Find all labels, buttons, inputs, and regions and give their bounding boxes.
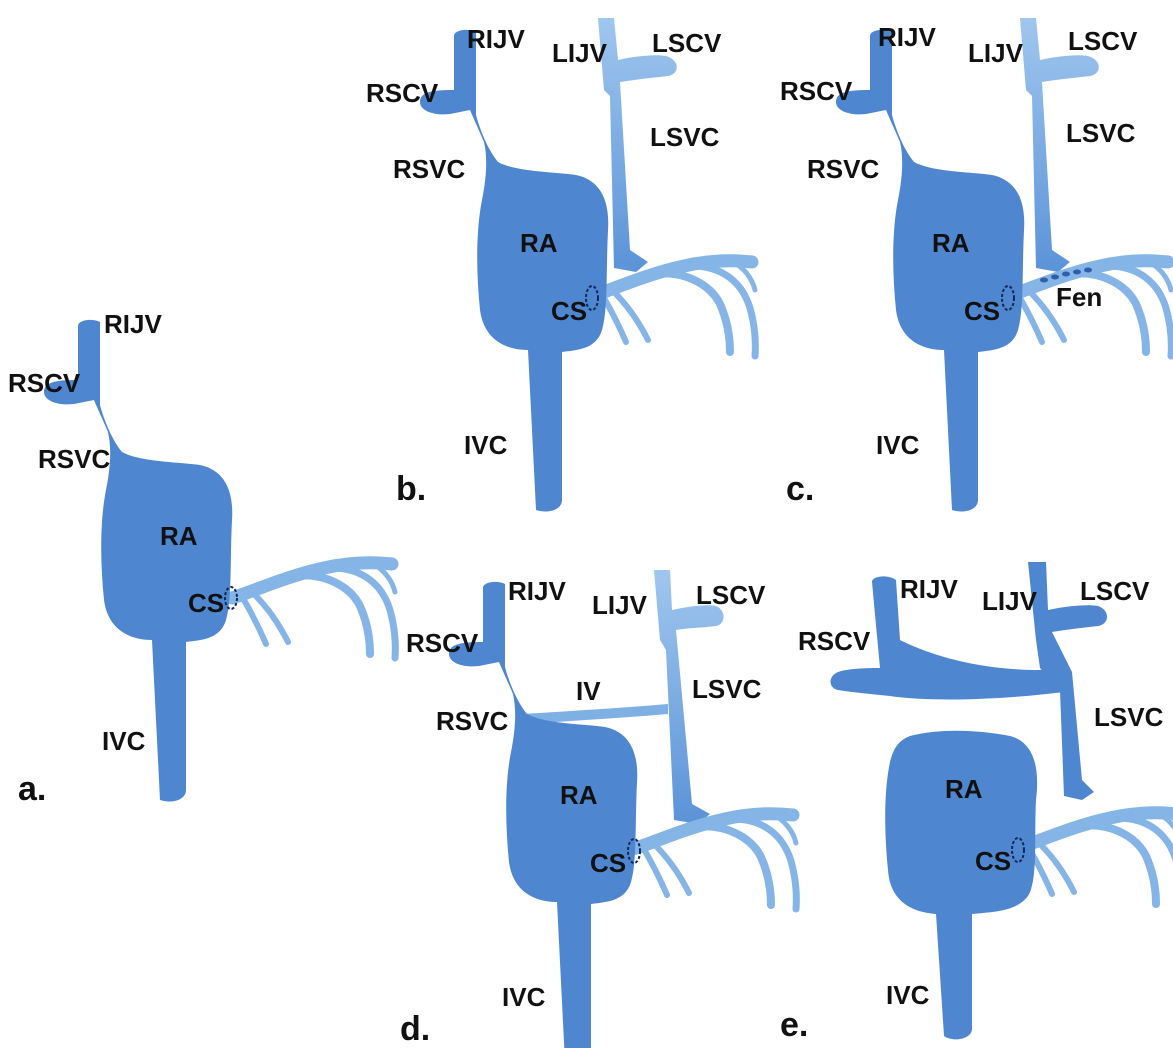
panel-c-label-rscv: RSCV xyxy=(780,76,853,106)
panel-e-label-lsvc: LSVC xyxy=(1094,702,1164,732)
panel-a: RIJV RSCV RSVC RA CS IVC a. xyxy=(8,309,395,808)
panel-b-label-lscv: LSCV xyxy=(652,28,722,58)
panel-c-letter: c. xyxy=(786,470,814,508)
panel-c-label-fen: Fen xyxy=(1056,282,1102,312)
panel-c-label-lscv: LSCV xyxy=(1068,26,1138,56)
panel-b-label-rsvc: RSVC xyxy=(393,154,465,184)
panel-b-right-venous-system xyxy=(420,30,608,512)
panel-e-cs-branches xyxy=(1018,813,1173,908)
panel-b-label-rscv: RSCV xyxy=(366,78,439,108)
panel-b-letter: b. xyxy=(396,470,426,508)
panel-e-label-lscv: LSCV xyxy=(1080,576,1150,606)
panel-d-label-ivc: IVC xyxy=(502,982,546,1012)
panel-e: RIJV RSCV RA CS IVC LIJV LSCV LSVC e. xyxy=(780,562,1173,1044)
panel-c-label-ivc: IVC xyxy=(876,430,920,460)
panel-d-letter: d. xyxy=(400,1010,430,1048)
panel-b-label-lijv: LIJV xyxy=(552,38,608,68)
panel-b-label-cs: CS xyxy=(551,296,587,326)
panel-c-label-rijv: RIJV xyxy=(878,22,936,52)
panel-e-letter: e. xyxy=(780,1006,808,1044)
panel-e-label-rscv: RSCV xyxy=(798,626,871,656)
panel-d: RIJV RSCV RSVC RA CS IVC LIJV LSCV LSVC … xyxy=(400,570,796,1048)
panel-b-label-ivc: IVC xyxy=(464,430,508,460)
panel-d-label-rsvc: RSVC xyxy=(436,706,508,736)
panel-d-label-iv: IV xyxy=(576,676,601,706)
panel-d-label-lijv: LIJV xyxy=(592,590,648,620)
panel-c-label-lijv: LIJV xyxy=(968,38,1024,68)
panel-c-label-lsvc: LSVC xyxy=(1066,118,1136,148)
panel-a-letter: a. xyxy=(18,770,46,808)
panel-e-label-rijv: RIJV xyxy=(900,574,958,604)
panel-d-label-lscv: LSCV xyxy=(696,580,766,610)
panel-d-label-rscv: RSCV xyxy=(406,628,479,658)
panel-d-cs-branches xyxy=(633,814,796,909)
panel-b: RIJV RSCV RSVC RA CS IVC LIJV LSCV LSVC … xyxy=(366,18,755,512)
panel-a-label-cs: CS xyxy=(188,588,224,618)
panel-e-label-ivc: IVC xyxy=(886,980,930,1010)
panel-d-label-cs: CS xyxy=(590,848,626,878)
panel-a-label-rscv: RSCV xyxy=(8,368,81,398)
panel-b-label-ra: RA xyxy=(520,228,558,258)
panel-c-right-venous-system xyxy=(836,30,1024,512)
panel-e-label-lijv: LIJV xyxy=(982,586,1038,616)
panel-b-cs-branches xyxy=(592,261,755,356)
panel-b-label-lsvc: LSVC xyxy=(650,122,720,152)
panel-c-label-ra: RA xyxy=(932,228,970,258)
panel-a-label-ivc: IVC xyxy=(102,726,146,756)
panel-a-label-rijv: RIJV xyxy=(104,309,162,339)
panel-d-label-rijv: RIJV xyxy=(508,576,566,606)
panel-a-label-rsvc: RSVC xyxy=(38,444,110,474)
panel-e-label-cs: CS xyxy=(975,846,1011,876)
panel-a-cs-branches xyxy=(232,563,395,658)
panel-c-label-cs: CS xyxy=(964,296,1000,326)
panel-c: RIJV RSCV RSVC RA CS IVC LIJV LSCV LSVC … xyxy=(780,18,1171,512)
panel-a-label-ra: RA xyxy=(160,521,198,551)
panel-c-label-rsvc: RSVC xyxy=(807,154,879,184)
panel-d-label-lsvc: LSVC xyxy=(692,674,762,704)
panel-e-label-ra: RA xyxy=(945,774,983,804)
panel-d-label-ra: RA xyxy=(560,780,598,810)
panel-b-label-rijv: RIJV xyxy=(467,24,525,54)
